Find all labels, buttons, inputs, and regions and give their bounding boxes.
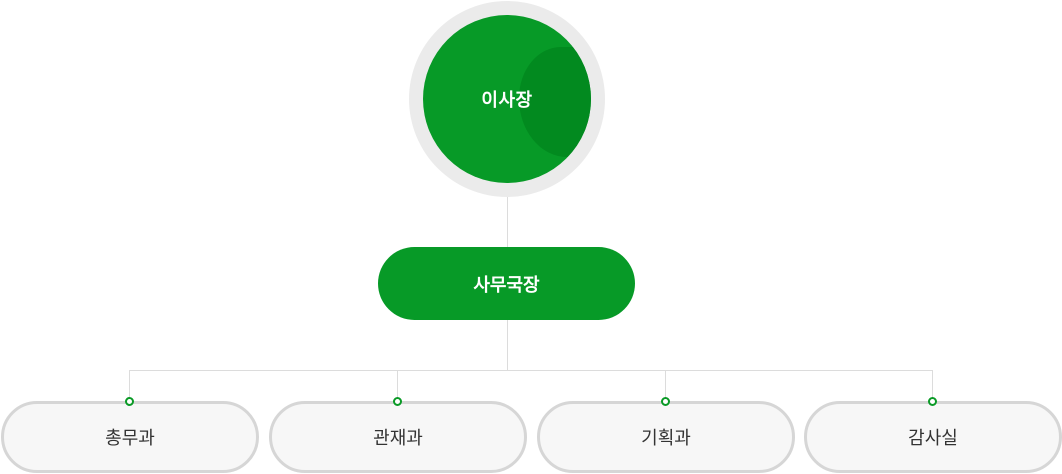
dept-node-label: 감사실 [908, 428, 958, 449]
secretary-node[interactable]: 사무국장 [378, 247, 635, 320]
connector-secretary-to-branch [507, 319, 508, 371]
head-node-label: 이사장 [481, 90, 533, 111]
dept-node-planning[interactable]: 기획과 [537, 401, 795, 473]
junction-dot [928, 397, 937, 406]
dept-node-audit[interactable]: 감사실 [804, 401, 1062, 473]
connector-head-to-secretary [507, 196, 508, 248]
dept-node-label: 관재과 [373, 428, 423, 449]
connector-branch-horizontal [129, 370, 933, 371]
dept-node-label: 총무과 [105, 428, 155, 449]
junction-dot [661, 397, 670, 406]
connector-drop-dept-1 [129, 370, 130, 401]
connector-drop-dept-3 [665, 370, 666, 401]
connector-drop-dept-4 [932, 370, 933, 401]
dept-node-property[interactable]: 관재과 [269, 401, 527, 473]
junction-dot [125, 397, 134, 406]
junction-dot [393, 397, 402, 406]
head-node[interactable]: 이사장 [423, 15, 591, 183]
connector-drop-dept-2 [397, 370, 398, 401]
dept-node-general-affairs[interactable]: 총무과 [1, 401, 259, 473]
secretary-node-label: 사무국장 [473, 274, 540, 296]
dept-node-label: 기획과 [641, 428, 691, 449]
